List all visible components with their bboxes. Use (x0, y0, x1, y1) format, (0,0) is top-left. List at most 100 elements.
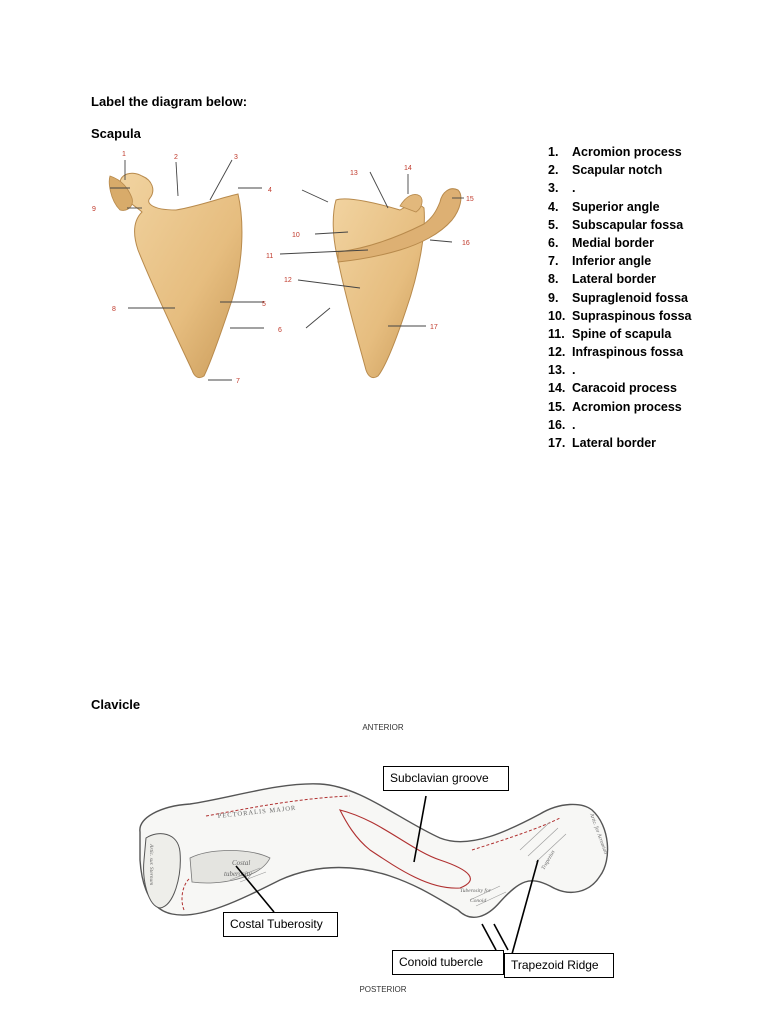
legend-item: 11. Spine of scapula (548, 325, 691, 343)
scapula-figure: 1 2 3 4 5 6 7 8 9 10 11 12 13 14 15 16 1… (92, 151, 474, 385)
legend-item-number: 10. (548, 308, 566, 323)
legend-item: 9. Supraglenoid fossa (548, 289, 691, 307)
legend-item-number: 6. (548, 235, 559, 250)
engraving-sternal: Artic. sur. Sternum (148, 843, 154, 885)
legend-item-label: Acromion process (572, 399, 682, 414)
legend-item: 2. Scapular notch (548, 161, 691, 179)
engraving-costal: Costal (232, 859, 250, 867)
fig-num-5: 5 (262, 301, 266, 308)
fig-num-1: 1 (122, 151, 126, 158)
legend-item-label: Caracoid process (572, 381, 677, 396)
legend-item-number: 1. (548, 145, 559, 159)
hatching (229, 821, 567, 907)
legend-item: 10. Supraspinous fossa (548, 307, 691, 325)
engraving-tuberosity: tuberosity (224, 870, 253, 878)
engraving-conoid: Conoid (470, 898, 486, 904)
legend-item-label: . (572, 417, 576, 432)
legend-item: 12. Infraspinous fossa (548, 343, 691, 361)
legend-item-label: Supraglenoid fossa (572, 290, 688, 305)
legend-item-number: 11. (548, 326, 565, 341)
legend-item-number: 16. (548, 417, 566, 432)
fig-num-2: 2 (174, 154, 178, 161)
anterior-label: ANTERIOR (362, 723, 404, 732)
scapula-posterior-view (332, 188, 462, 379)
scapula-posterior-bone (332, 198, 425, 379)
legend-item-label: Lateral border (572, 272, 657, 287)
fig-num-12: 12 (284, 277, 292, 284)
subclavian-groove-outline (338, 809, 471, 889)
sternal-red-line (181, 877, 191, 911)
legend-item-label: Scapular notch (572, 163, 663, 178)
leader-lines (110, 159, 464, 381)
legend-item-label: Medial border (572, 235, 654, 250)
legend-item: 8.Lateral border (548, 270, 691, 288)
legend-item-label: Supraspinous fossa (572, 308, 692, 323)
legend-item: 5. Subscapular fossa (548, 216, 691, 234)
fig-num-14: 14 (404, 165, 412, 172)
callout-conoid-tubercle: Conoid tubercle (392, 950, 504, 975)
legend-item-number: 4. (548, 199, 559, 214)
costal-tuberosity-area (189, 850, 271, 884)
fig-num-13: 13 (350, 170, 358, 177)
legend-item-number: 12. (548, 345, 566, 360)
clavicle-heading: Clavicle (91, 697, 141, 712)
legend-item: 6. Medial border (548, 234, 691, 252)
legend-item: 17. Lateral border (548, 434, 691, 452)
deltoid-line (471, 817, 561, 851)
legend-item-label: Subscapular fossa (572, 217, 684, 232)
legend-item-number: 3. (548, 181, 559, 196)
fig-num-17: 17 (430, 324, 438, 331)
scapula-anterior-bone (119, 172, 243, 379)
page-instruction: Label the diagram below: (91, 94, 248, 109)
sternal-end (143, 833, 181, 909)
coracoid-posterior (399, 194, 423, 213)
scapula-figure-numbers: 1 2 3 4 5 6 7 8 9 10 11 12 13 14 15 16 1… (92, 151, 474, 385)
callout-costal-tuberosity: Costal Tuberosity (223, 912, 338, 937)
legend-item-number: 2. (548, 163, 559, 178)
fig-num-7: 7 (236, 378, 240, 385)
legend-item-label: Inferior angle (572, 254, 652, 269)
legend-item-label: . (572, 363, 576, 378)
legend-item: 15. Acromion process (548, 398, 691, 416)
legend-item: 14. Caracoid process (548, 379, 691, 397)
legend-item-number: 5. (548, 217, 559, 232)
legend-item-number: 9. (548, 290, 559, 305)
legend-item-label: Superior angle (572, 199, 660, 214)
fig-num-15: 15 (466, 196, 474, 203)
legend-item: 16.. (548, 416, 691, 434)
legend-item: 4. Superior angle (548, 198, 691, 216)
fig-num-8: 8 (112, 306, 116, 313)
fig-num-9: 9 (92, 206, 96, 213)
legend-item-label: . (572, 181, 576, 196)
fig-num-6: 6 (278, 327, 282, 334)
legend-item-label: Infraspinous fossa (572, 345, 684, 360)
legend-item-label: Spine of scapula (572, 326, 672, 341)
legend-item-number: 17. (548, 436, 566, 450)
callout-pointers (235, 795, 539, 955)
legend-item-label: Lateral border (572, 436, 657, 450)
spine-of-scapula (337, 188, 462, 263)
legend-item-number: 7. (548, 254, 559, 269)
pectoralis-line (205, 795, 351, 817)
legend-item-label: Acromion process (572, 145, 682, 159)
legend-item: 1. Acromion process (548, 143, 691, 161)
callout-subclavian-groove: Subclavian groove (383, 766, 509, 791)
fig-num-10: 10 (292, 232, 300, 239)
legend-item: 13.. (548, 361, 691, 379)
fig-num-11: 11 (266, 253, 273, 260)
legend-item-number: 13. (548, 363, 566, 378)
legend-item: 3.. (548, 179, 691, 197)
fig-num-4: 4 (268, 187, 272, 194)
legend-item-number: 15. (548, 399, 566, 414)
clavicle-bone (139, 783, 609, 919)
scapula-anterior-view (108, 172, 243, 379)
posterior-label: POSTERIOR (359, 985, 406, 994)
engraving-tuberosity-for: Tuberosity for (460, 887, 492, 894)
fig-num-3: 3 (234, 154, 238, 161)
scapula-heading: Scapula (91, 126, 141, 141)
clavicle-figure: ANTERIOR POSTERIOR PECTORALIS MAJOR Cost… (139, 723, 609, 994)
fig-num-16: 16 (462, 240, 470, 247)
callout-trapezoid-ridge: Trapezoid Ridge (504, 953, 614, 978)
legend-item-number: 14. (548, 381, 566, 396)
